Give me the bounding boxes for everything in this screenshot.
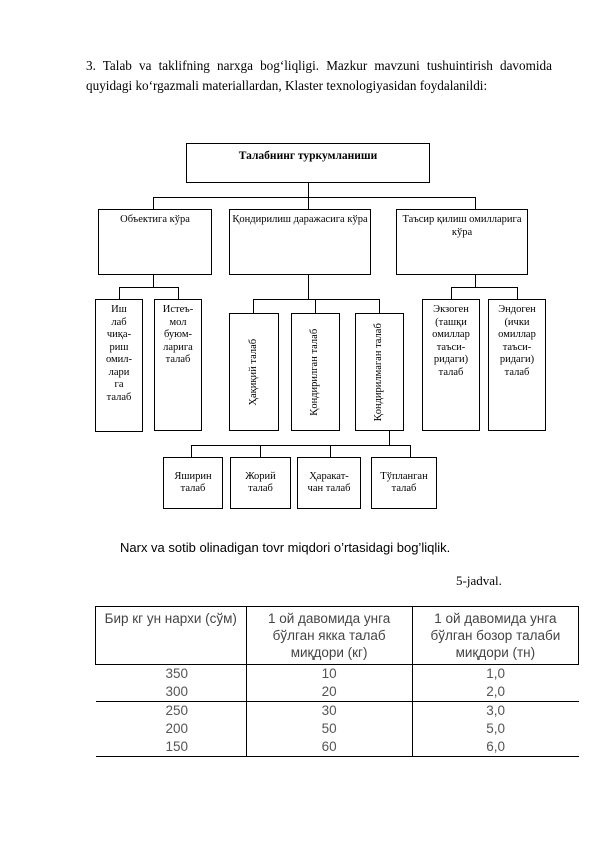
connector xyxy=(191,445,410,446)
price-demand-table: Бир кг ун нархи (сўм) 1 ой давомида унга… xyxy=(95,606,580,757)
diagram-level3-current: Жорий талаб xyxy=(230,457,291,509)
table-cell: 60 xyxy=(245,738,413,757)
diagram-level2-satisfied-label: Қондирилган талаб xyxy=(309,328,321,416)
table-row: 300 20 2,0 xyxy=(95,683,579,702)
diagram-root-box: Талабнинг туркумланиши xyxy=(186,143,430,183)
connector xyxy=(260,445,261,457)
connector xyxy=(178,287,179,299)
table-label: 5-jadval. xyxy=(456,573,502,588)
table-cell: 6,0 xyxy=(412,738,579,757)
table-cell: 1,0 xyxy=(486,666,505,681)
connector xyxy=(153,197,154,209)
intro-paragraph: 3. Talab va taklifning narxga bog‘liqlig… xyxy=(86,58,552,93)
table-cell: 3,0 xyxy=(486,703,505,718)
connector xyxy=(308,183,309,197)
diagram-level1-factors: Таъсир қилиш омилларига кўра xyxy=(396,209,528,275)
table-cell: 50 xyxy=(245,720,413,738)
table-row: 350 10 1,0 xyxy=(96,664,579,683)
connector xyxy=(153,197,475,198)
connector xyxy=(119,287,120,299)
diagram-level2-consumer-goods: Истеъ- мол буюм- ларига талаб xyxy=(154,299,202,431)
connector xyxy=(191,445,192,457)
table-cell: 200 xyxy=(165,721,189,736)
diagram-level2-exogenous: Экзоген (ташқи омиллар таъси- ридаги) та… xyxy=(422,299,480,431)
table-header-row: Бир кг ун нархи (сўм) 1 ой давомида унга… xyxy=(95,606,580,665)
connector xyxy=(153,275,154,287)
diagram-level2-satisfied: Қондирилган талаб xyxy=(291,313,340,431)
diagram-level2-endogenous: Эндоген (ички омиллар таъси- ридаги) тал… xyxy=(488,299,546,431)
connector xyxy=(389,431,390,445)
table-cell: 250 xyxy=(165,703,189,718)
connector xyxy=(315,299,316,313)
table-cell: 350 xyxy=(165,666,189,681)
connector xyxy=(253,299,254,313)
connector xyxy=(451,287,452,299)
connector xyxy=(253,299,379,300)
diagram-level1-object: Объектига кўра xyxy=(98,209,212,275)
connector xyxy=(308,275,309,299)
table-cell: 10 xyxy=(245,664,413,683)
diagram-level2-actual: Ҳақиқий талаб xyxy=(229,313,279,431)
diagram-level3-accumulated: Тўпланган талаб xyxy=(371,457,437,509)
table-header-individual: 1 ой давомида унга бўлган якка талаб миқ… xyxy=(245,606,413,665)
table-row: 150 60 6,0 xyxy=(95,738,579,757)
table-header-market: 1 ой давомида унга бўлган бозор талаби м… xyxy=(411,606,580,665)
connector xyxy=(330,445,331,457)
table-cell: 20 xyxy=(245,683,413,702)
connector xyxy=(379,299,380,313)
connector xyxy=(308,197,309,209)
table-cell: 30 xyxy=(245,701,413,720)
diagram-level2-unsatisfied: Қондирилмаган талаб xyxy=(355,313,404,431)
diagram-level3-mobile: Ҳаракат- чан талаб xyxy=(297,457,361,509)
table-row: 200 50 5,0 xyxy=(96,720,579,738)
diagram-level3-hidden: Яширин талаб xyxy=(163,457,223,509)
table-cell: 300 xyxy=(95,683,246,702)
diagram-level1-satisfaction: Қондирилиш даражасига кўра xyxy=(229,209,371,275)
table-header-price: Бир кг ун нархи (сўм) xyxy=(95,606,247,665)
table-cell: 2,0 xyxy=(412,683,579,702)
connector xyxy=(119,287,178,288)
diagram-level2-production-factors: Иш лаб чиқа- риш омил- лари га талаб xyxy=(95,299,143,432)
connector xyxy=(475,197,476,209)
connector xyxy=(475,275,476,287)
figure-caption: Narx va sotib olinadigan tovr miqdori o’… xyxy=(120,540,451,555)
table-cell: 150 xyxy=(95,738,246,757)
connector xyxy=(410,445,411,457)
diagram-level2-actual-label: Ҳақиқий талаб xyxy=(247,338,259,406)
connector xyxy=(451,287,517,288)
diagram-level2-unsatisfied-label: Қондирилмаган талаб xyxy=(373,322,385,422)
table-row: 250 30 3,0 xyxy=(96,701,579,720)
table-cell: 5,0 xyxy=(486,721,505,736)
connector xyxy=(517,287,518,299)
